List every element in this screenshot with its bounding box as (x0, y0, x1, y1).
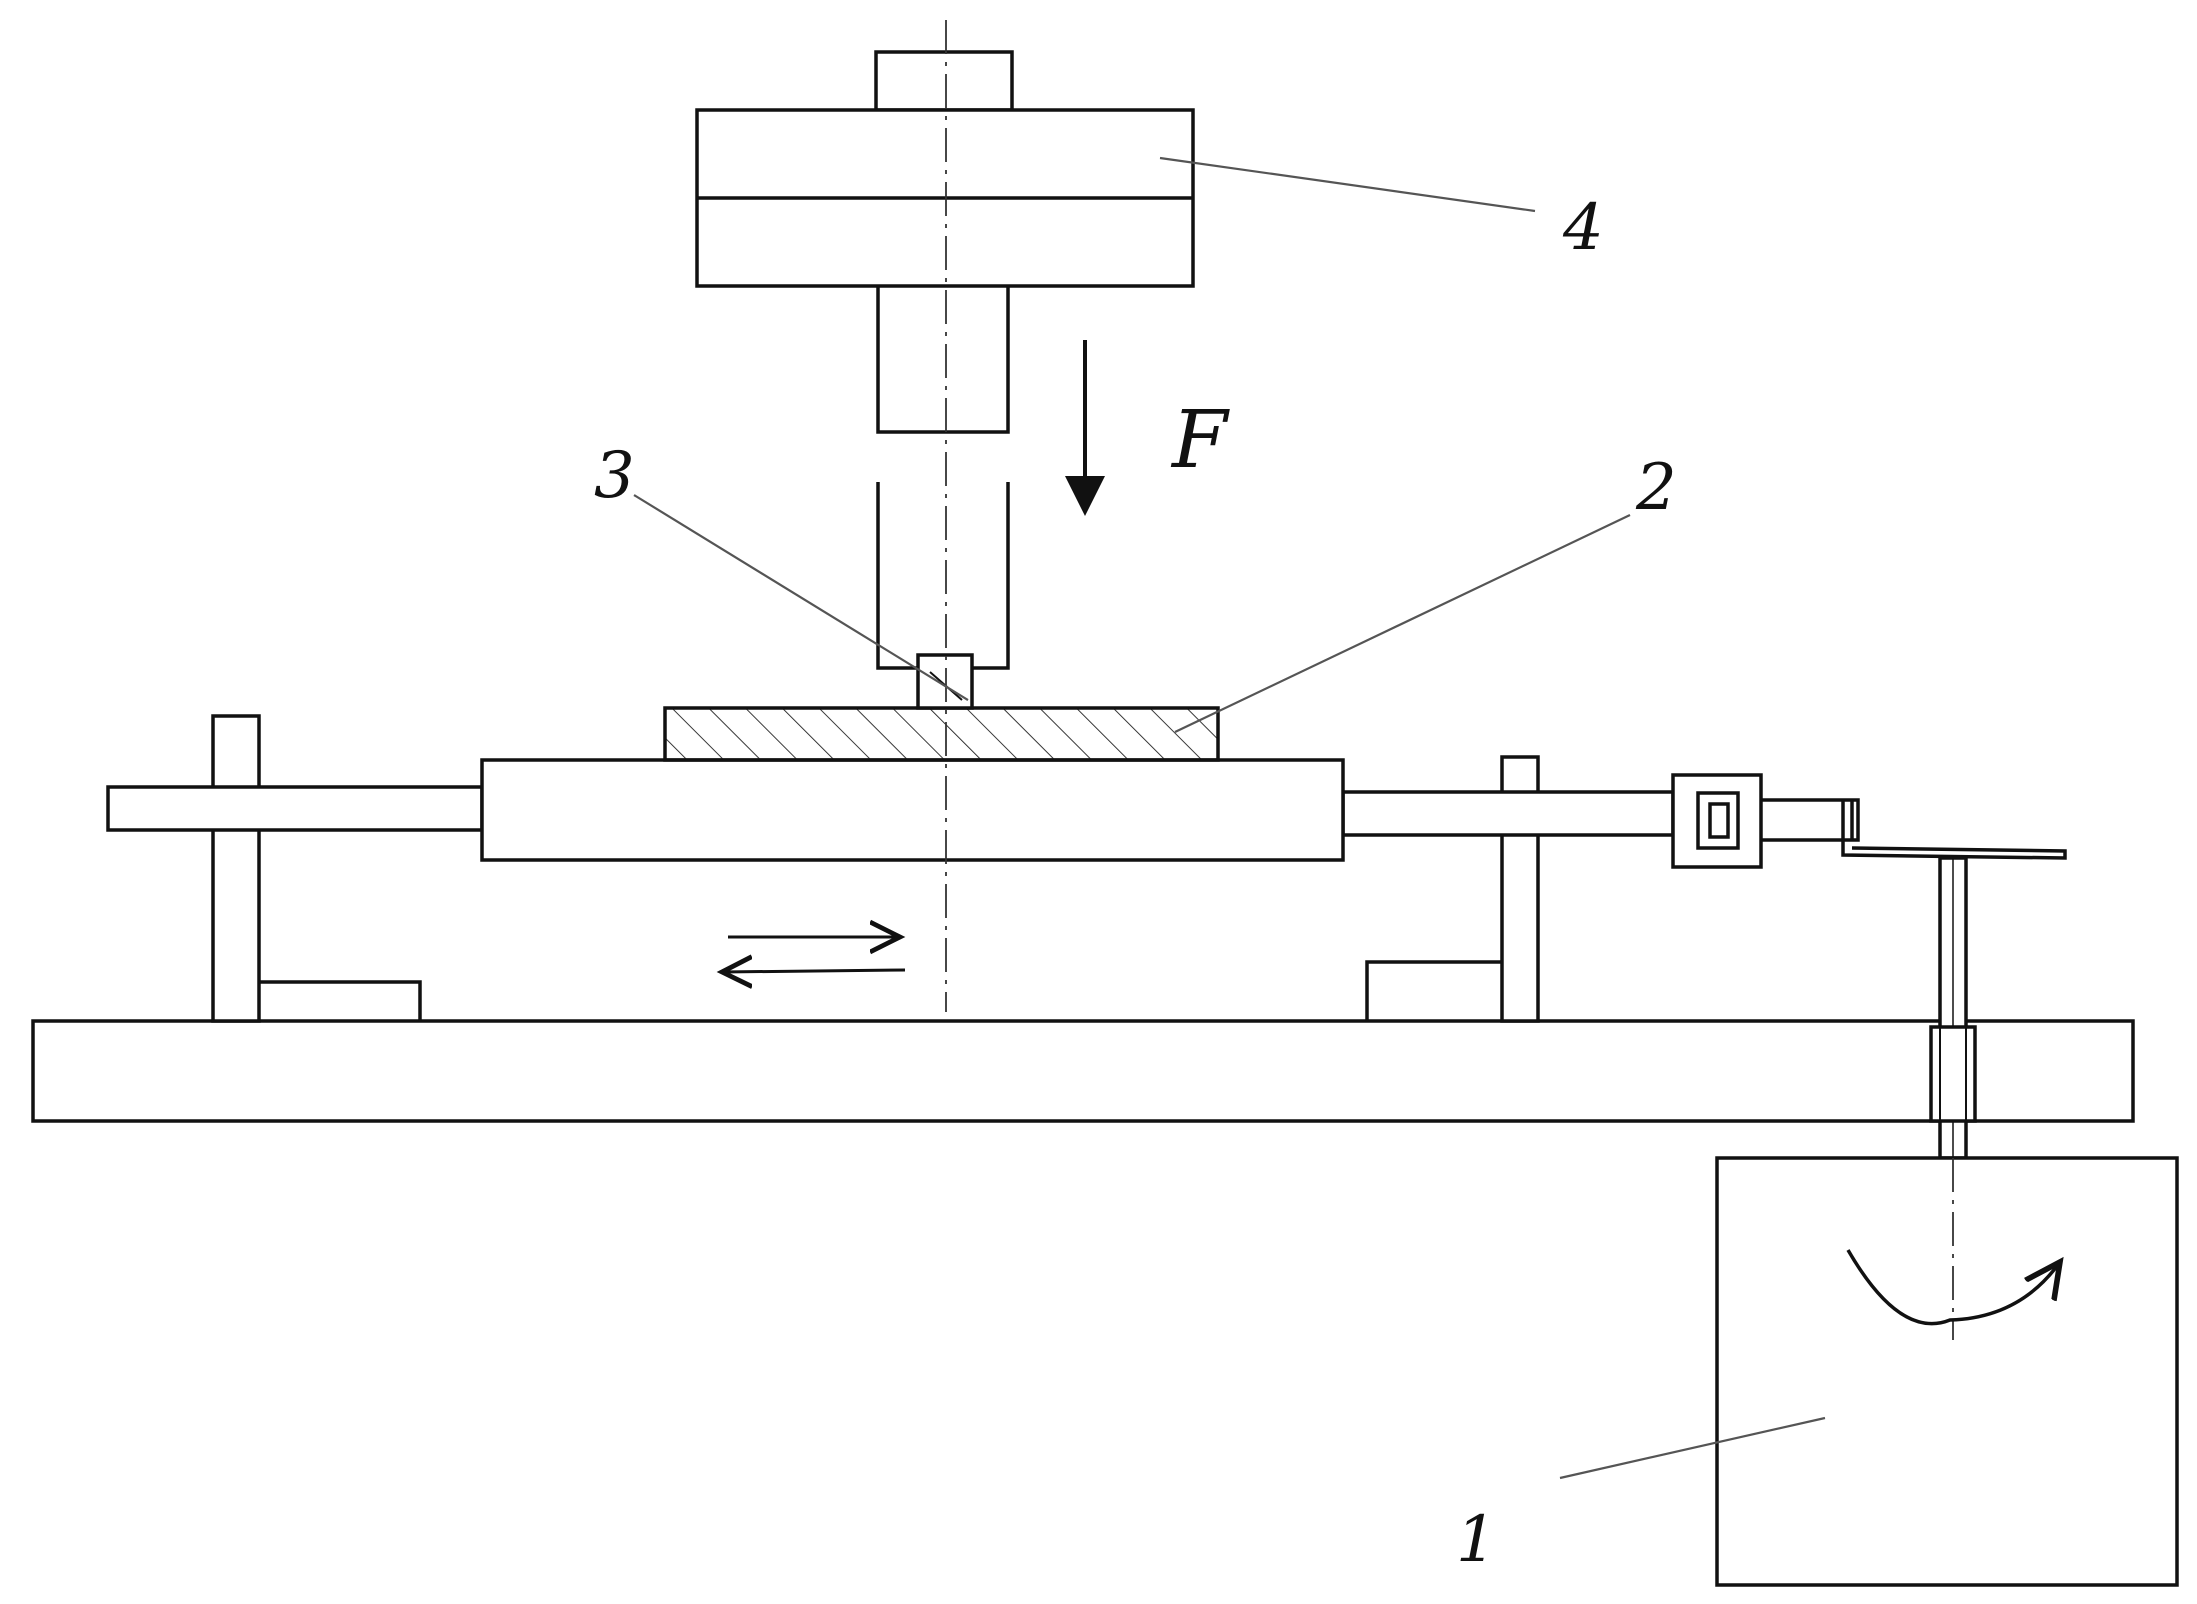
guide-rod (106, 785, 1860, 842)
sliding-table (480, 758, 1345, 862)
crank-arm (1841, 840, 2067, 860)
specimen-plate (663, 706, 1220, 762)
loading-spindle (876, 286, 1010, 670)
leader-line-1 (1559, 1416, 1826, 1480)
pin (916, 653, 974, 710)
label-pin: 3 (594, 439, 635, 513)
motor-housing (1715, 1156, 2179, 1587)
label-specimen-plate: 2 (1636, 451, 1677, 525)
base-plate (31, 1019, 2135, 1123)
leader-line-3 (633, 494, 969, 701)
label-loading-head: 4 (1563, 191, 1604, 265)
leader-line-4 (1159, 156, 1536, 213)
motion-arrow-left (722, 970, 906, 972)
leader-line-2 (1174, 514, 1631, 733)
label-force: F (1172, 393, 1228, 486)
label-motor: 1 (1456, 1503, 1497, 1577)
rotation-arrow (1846, 1249, 2060, 1326)
coupling (1671, 773, 1763, 869)
motor-shaft (1929, 856, 1977, 1160)
loading-head (695, 50, 1195, 288)
left-bracket (211, 714, 422, 1023)
